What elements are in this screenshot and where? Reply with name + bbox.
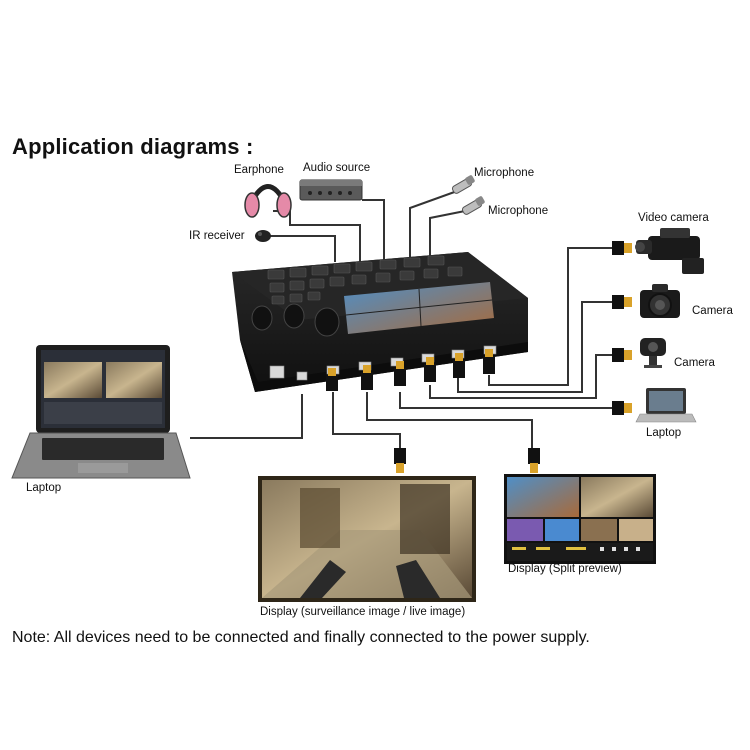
headphone-icon (244, 184, 292, 218)
ir-receiver-icon (255, 230, 271, 242)
hdmi-plug-icon (612, 295, 632, 309)
cable-camera-1 (457, 301, 612, 393)
hdmi-plug-icon (361, 365, 373, 390)
label-microphone-1: Microphone (474, 167, 535, 179)
hdmi-plug-icon (424, 357, 436, 382)
laptop-icon (635, 388, 697, 423)
cable-microphone-2 (429, 209, 471, 262)
video-switcher-device (232, 252, 528, 392)
cable-ir-receiver (270, 235, 336, 262)
cable-camera-2 (429, 354, 612, 399)
page-title: Application diagrams : (12, 134, 254, 159)
cable-display-split (332, 392, 401, 450)
hdmi-plug-icon (612, 401, 632, 415)
hdmi-plug-icon (394, 361, 406, 386)
hdmi-plug-icon (394, 448, 406, 473)
label-display-live: Display (surveillance image / live image… (260, 606, 466, 618)
hdmi-plug-icon (528, 448, 540, 473)
label-laptop-right: Laptop (646, 427, 682, 439)
hdmi-plugs (326, 241, 632, 473)
note-text: Note: All devices need to be connected a… (12, 629, 590, 646)
label-camera-1: Camera (692, 305, 733, 317)
cable-laptop-left (190, 394, 303, 439)
label-earphone: Earphone (234, 164, 284, 176)
cable-display-live (366, 392, 533, 448)
cable-video-camera (488, 247, 612, 386)
label-laptop-left: Laptop (26, 482, 62, 494)
hdmi-plug-icon (612, 348, 632, 362)
microphone-icon (461, 196, 485, 215)
label-camera-2: Camera (674, 357, 715, 369)
label-ir-receiver: IR receiver (189, 230, 245, 242)
hdmi-plug-icon (453, 353, 465, 378)
label-audio-source: Audio source (303, 162, 371, 174)
display-live-image (258, 476, 476, 602)
cable-audio-source (362, 199, 385, 262)
cable-microphone-1 (409, 189, 461, 262)
video-camera-icon (635, 228, 704, 274)
laptop-icon (11, 345, 191, 479)
hdmi-plug-icon (326, 368, 338, 391)
hdmi-plug-icon (612, 241, 632, 255)
cable-laptop-right (399, 392, 612, 409)
label-microphone-2: Microphone (488, 205, 549, 217)
webcam-icon (640, 338, 666, 368)
camera-icon (640, 284, 680, 318)
label-display-split: Display (Split preview) (508, 563, 622, 575)
hdmi-plug-icon (483, 349, 495, 374)
display-split-preview (504, 474, 656, 564)
label-video-camera: Video camera (638, 212, 709, 224)
device-preview-screen (344, 282, 494, 334)
audio-mixer-icon (299, 179, 363, 201)
cables (190, 189, 612, 450)
microphone-icon (451, 175, 475, 194)
